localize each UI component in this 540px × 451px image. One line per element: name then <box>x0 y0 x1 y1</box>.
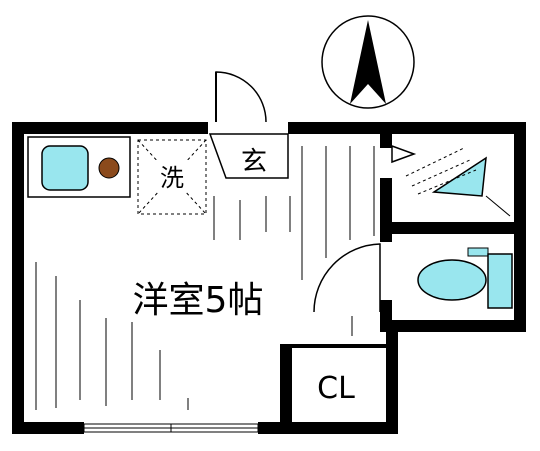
toilet-door <box>313 243 381 313</box>
entrance-door <box>215 71 267 123</box>
kitchen-counter <box>27 136 131 198</box>
north-arrow-icon <box>350 20 386 104</box>
closet-label: CL <box>317 371 355 406</box>
flooring-lines <box>35 146 375 410</box>
walls <box>12 122 526 434</box>
room-label: 洋室5帖 <box>133 280 264 321</box>
shower-area <box>391 144 511 217</box>
compass <box>321 15 415 109</box>
laundry-label: 洗 <box>160 164 184 192</box>
kitchen-sink-icon <box>41 145 89 191</box>
stove-burner-icon <box>98 157 120 179</box>
shower-head-icon <box>431 156 487 197</box>
laundry-space <box>137 139 207 215</box>
window <box>83 423 259 433</box>
toilet-icon <box>417 247 513 309</box>
entrance-area <box>208 133 289 179</box>
entrance-label: 玄 <box>241 147 267 177</box>
